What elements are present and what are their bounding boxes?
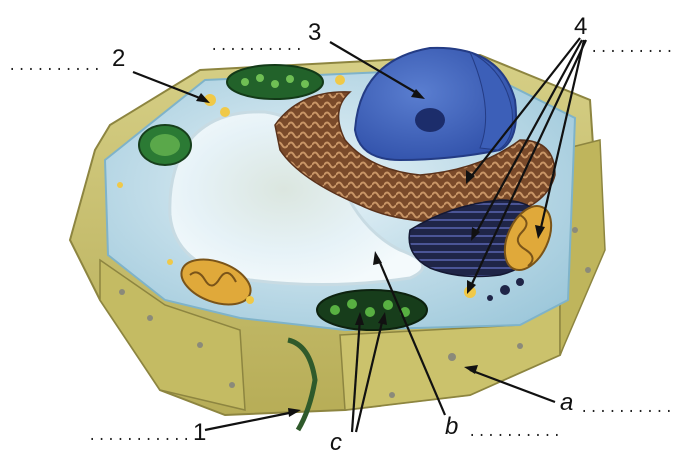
- chloroplast: [139, 125, 191, 165]
- blank-bottom-left: ...........: [88, 429, 191, 445]
- label-c: c: [330, 429, 342, 450]
- label-b: b: [445, 413, 458, 440]
- label-1: 1: [193, 419, 206, 446]
- blank-top-left: ..........: [8, 59, 102, 75]
- chloroplast: [227, 65, 323, 99]
- blank-right: ..........: [580, 401, 674, 417]
- blank-bottom-center: ..........: [468, 425, 562, 441]
- label-4: 4: [574, 13, 587, 40]
- chloroplast: [317, 290, 427, 330]
- blank-top-center: ..........: [210, 39, 304, 55]
- nucleolus: [415, 108, 445, 132]
- label-a: a: [560, 389, 573, 416]
- blank-top-right: ..........: [590, 41, 678, 57]
- label-3: 3: [308, 19, 321, 46]
- label-2: 2: [112, 45, 125, 72]
